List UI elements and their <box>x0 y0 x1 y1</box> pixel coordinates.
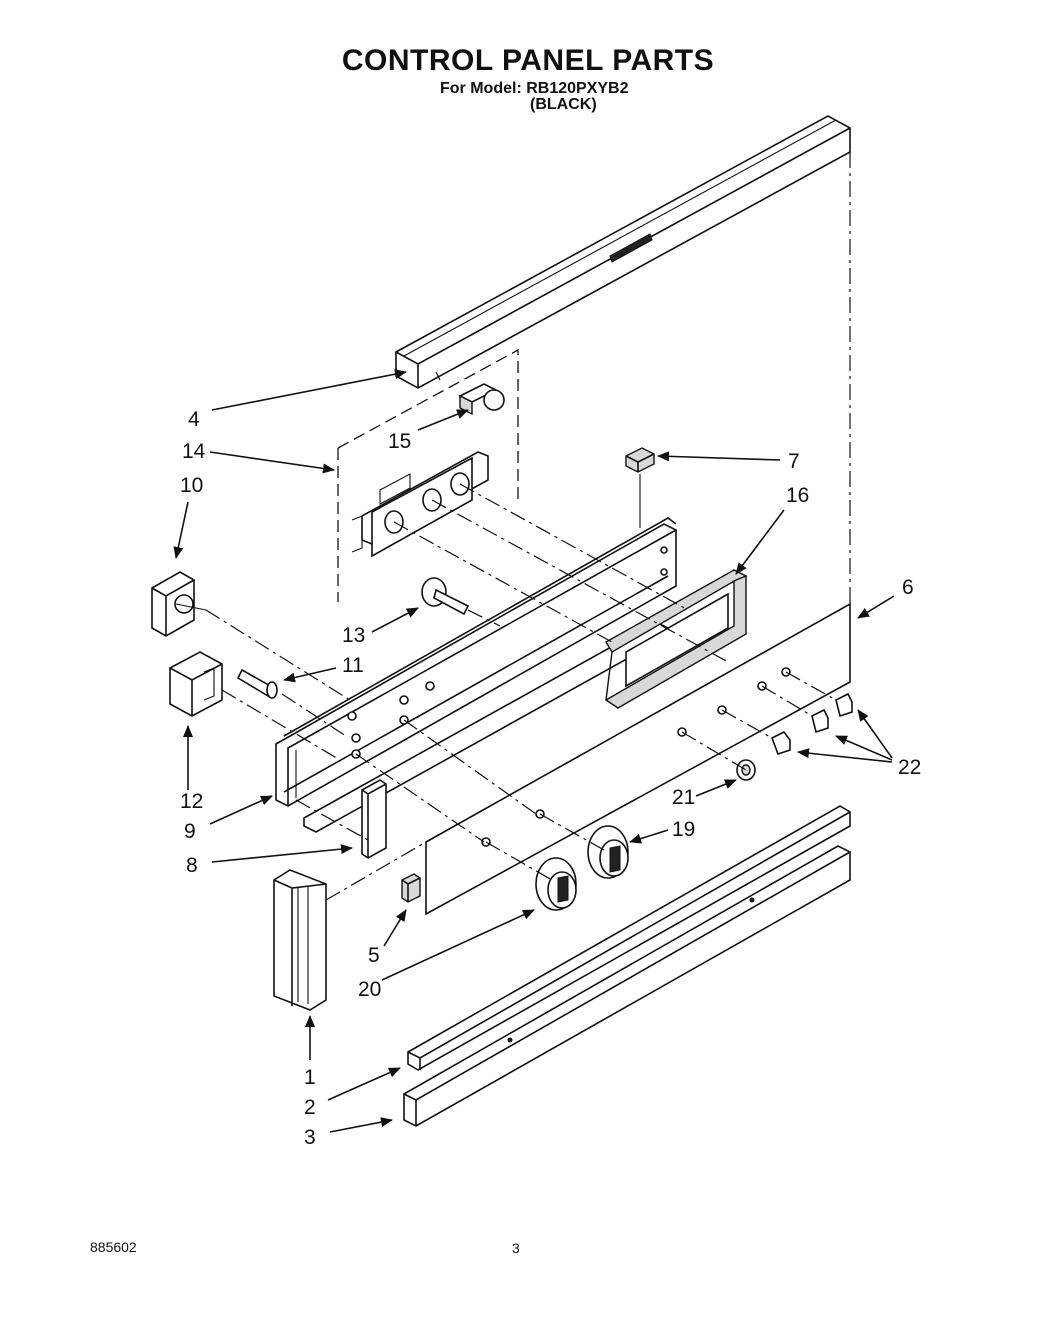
part-11-shaft <box>236 668 278 699</box>
part-10-infinite-switch <box>151 571 207 637</box>
part-15-switch <box>458 383 505 416</box>
color-variant: (BLACK) <box>530 96 597 113</box>
callout-21: 21 <box>672 786 695 809</box>
model-line: For Model: RB120PXYB2 <box>440 80 629 97</box>
callout-2: 2 <box>304 1096 316 1119</box>
callout-9: 9 <box>184 820 196 843</box>
callout-10: 10 <box>180 474 203 497</box>
part-20-knob <box>535 857 577 911</box>
document-number: 885602 <box>90 1239 137 1255</box>
part-21-indicator <box>736 759 756 781</box>
callout-1: 1 <box>304 1066 316 1089</box>
callout-4: 4 <box>188 408 200 431</box>
callout-14: 14 <box>182 440 206 463</box>
alignment-lines <box>205 483 837 901</box>
callout-16: 16 <box>786 484 809 507</box>
callout-22: 22 <box>898 756 921 779</box>
part-14-boundary <box>337 348 519 602</box>
part-13-stem <box>421 577 470 616</box>
leader-lines <box>173 369 895 1133</box>
callout-7: 7 <box>788 450 800 473</box>
callout-15: 15 <box>388 430 411 453</box>
part-2-lower-trim <box>407 805 851 1071</box>
part-16-window-frame <box>604 568 748 709</box>
callout-6: 6 <box>902 576 914 599</box>
part-19-knob <box>587 825 629 879</box>
part-9-control-frame <box>275 517 677 833</box>
callout-12: 12 <box>180 790 203 813</box>
part-14-bracket <box>351 451 489 558</box>
part-7-clip <box>625 447 655 528</box>
callout-3: 3 <box>304 1126 316 1149</box>
part-4-top-trim <box>395 115 851 389</box>
page-title: CONTROL PANEL PARTS <box>341 44 715 77</box>
part-12-switch <box>169 651 223 717</box>
part-5-clip <box>401 873 421 903</box>
callout-13: 13 <box>342 624 365 647</box>
callout-19: 19 <box>672 818 695 841</box>
callout-5: 5 <box>368 944 380 967</box>
part-22-knobs <box>770 692 853 756</box>
callout-11: 11 <box>342 654 364 677</box>
part-8-bracket <box>361 779 387 859</box>
page-number: 3 <box>512 1240 520 1256</box>
callout-8: 8 <box>186 854 198 877</box>
part-1-end-cap <box>273 869 327 1011</box>
part-3-bottom-trim <box>403 845 851 1127</box>
callout-20: 20 <box>358 978 381 1001</box>
